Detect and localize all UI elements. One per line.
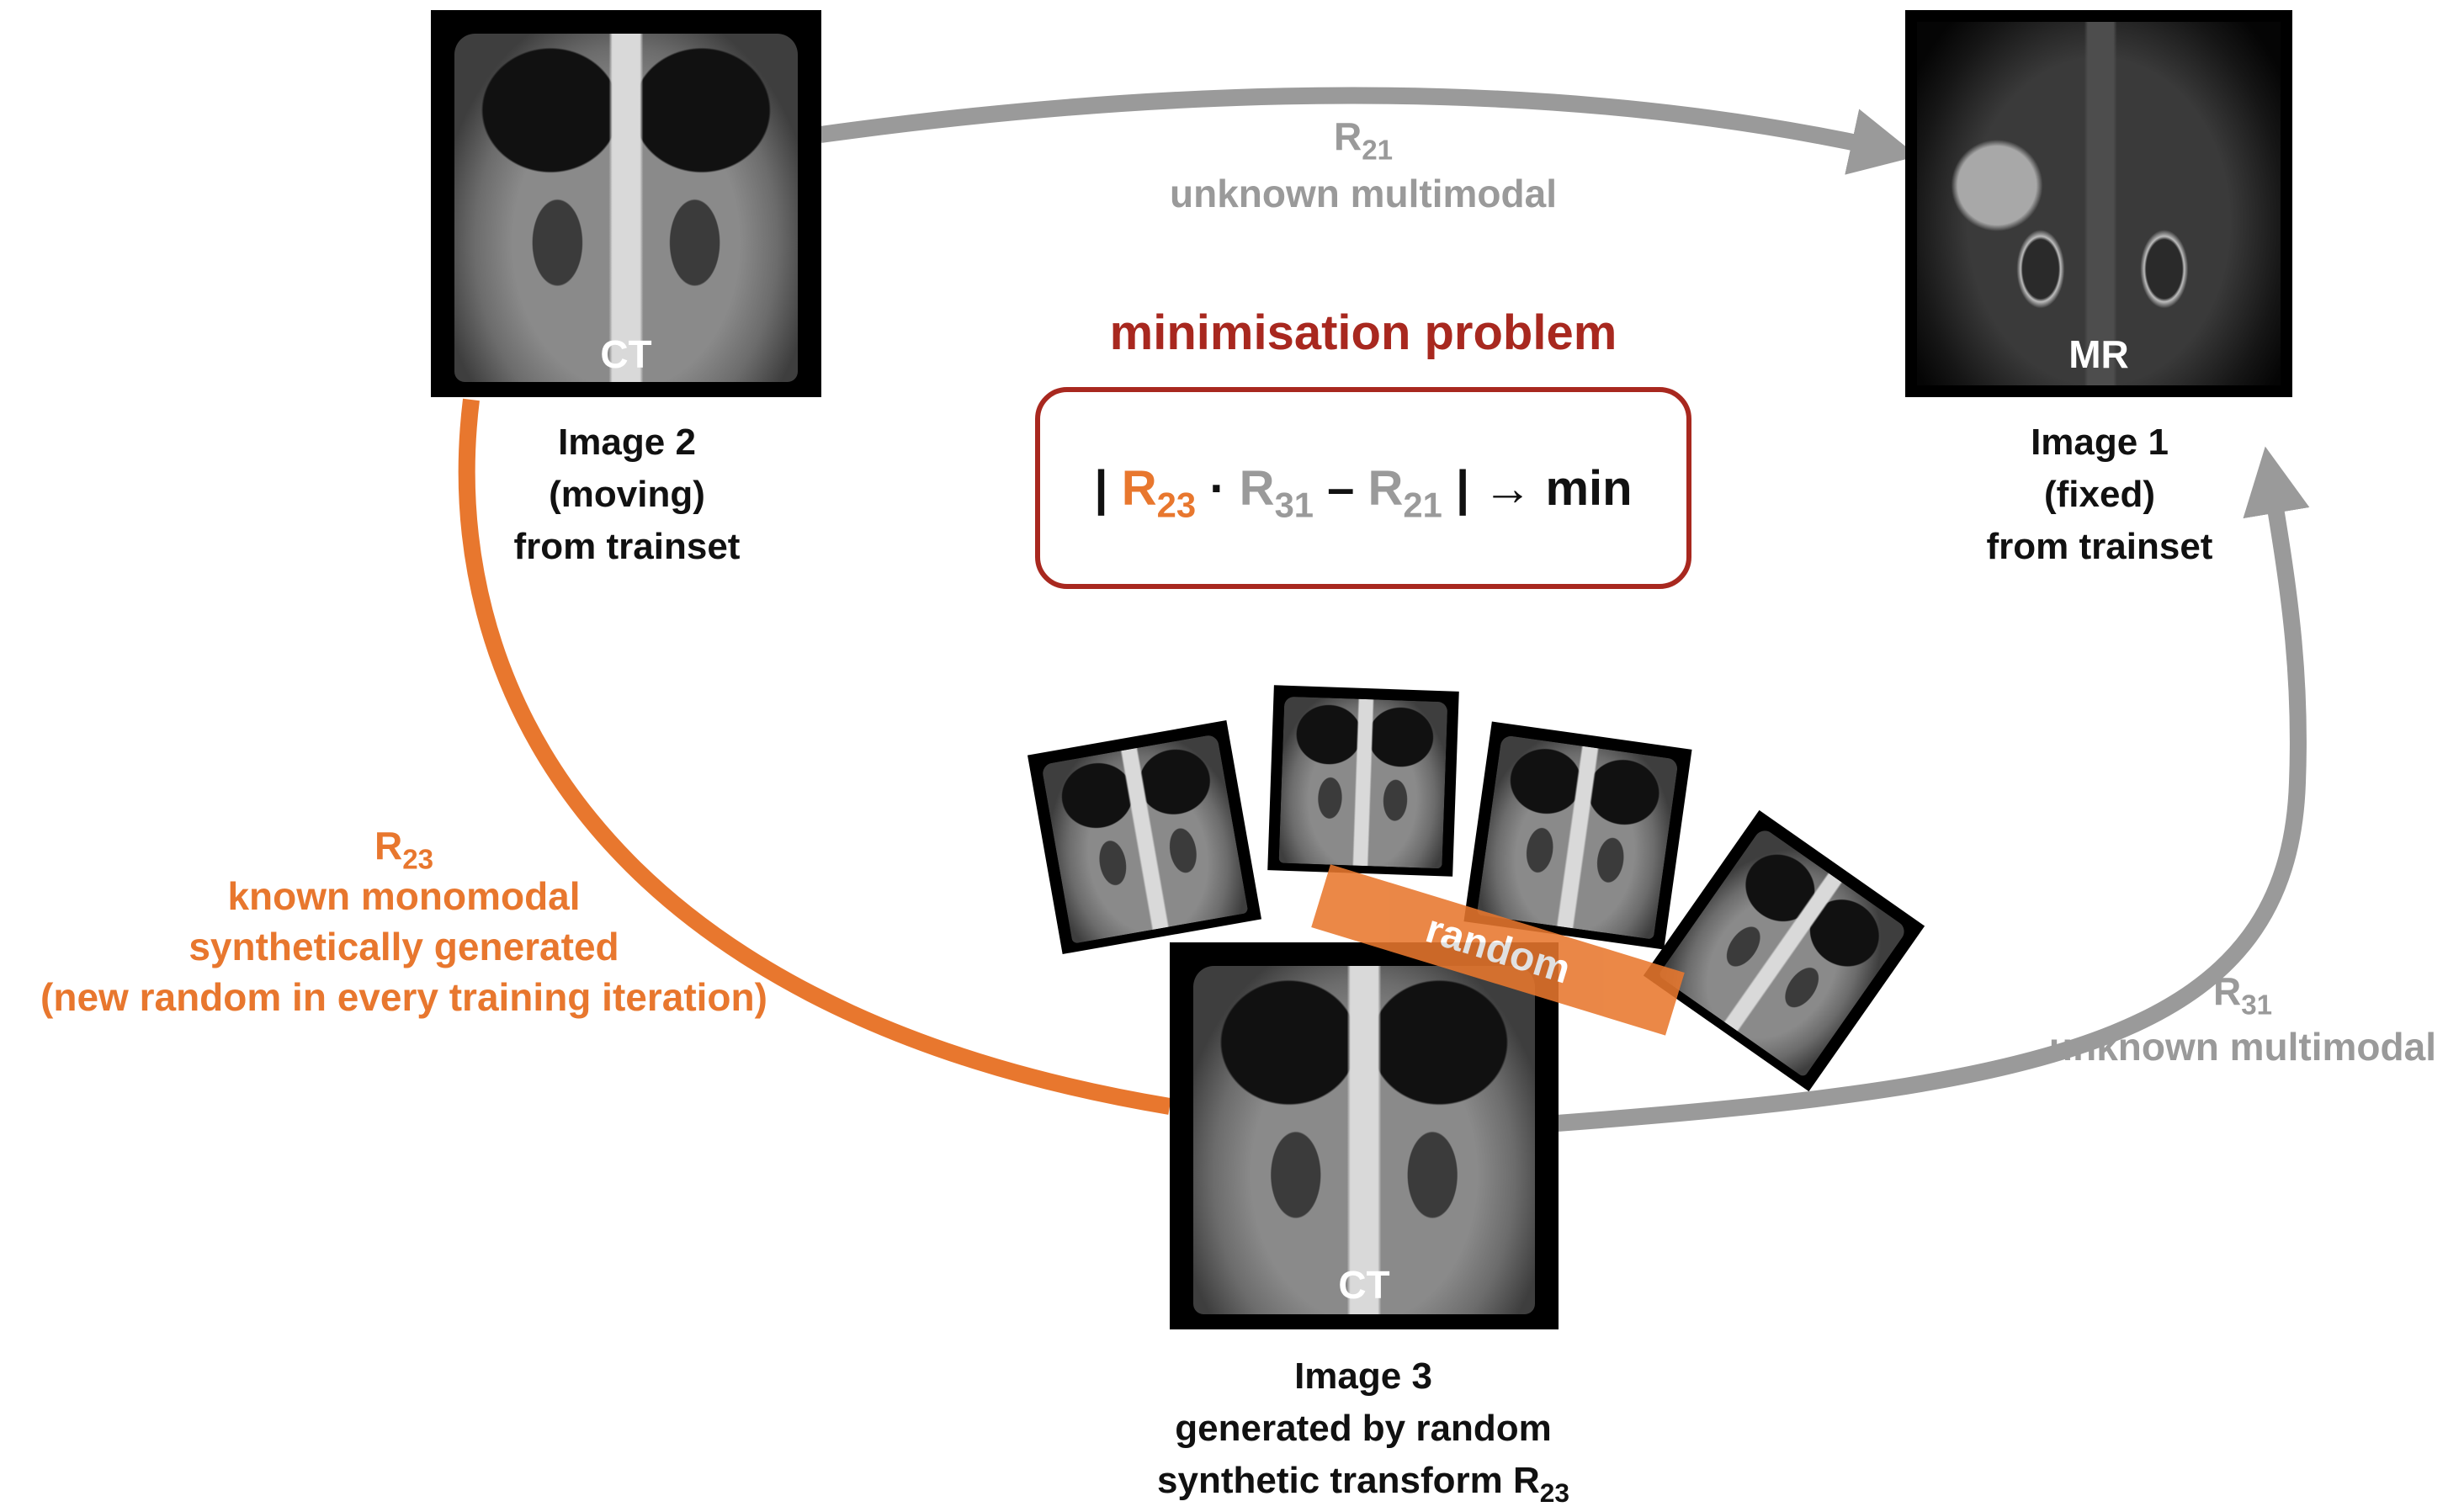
label-r21-description: unknown multimodal	[1170, 172, 1557, 215]
ct-scan-picture	[454, 33, 799, 382]
image1-caption-source: from trainset	[1986, 526, 2213, 567]
label-r31-description: unknown multimodal	[2049, 1025, 2436, 1069]
eq-bar-open: |	[1094, 460, 1108, 516]
image1-caption: Image 1 (fixed) from trainset	[1927, 416, 2272, 573]
random-ct-thumbnail-1	[1027, 719, 1262, 955]
image1-caption-role: (fixed)	[2044, 474, 2155, 515]
label-r21: R21 unknown multimodal	[1094, 108, 1633, 222]
eq-minus: –	[1327, 460, 1355, 516]
image2-caption-role: (moving)	[549, 474, 705, 515]
label-r31: R31 unknown multimodal	[2028, 963, 2457, 1074]
label-r23-line1: known monomodal	[227, 874, 581, 918]
arrow-r23	[458, 398, 1171, 1115]
mr-scan-picture	[1916, 21, 2281, 386]
minimisation-equation-box: | R23 · R31 – R21 | → min	[1035, 387, 1691, 589]
image2-caption-title: Image 2	[558, 422, 696, 463]
arrow-r21	[819, 87, 1918, 175]
image1-modality-label: MR	[2068, 332, 2129, 376]
image1-caption-title: Image 1	[2031, 422, 2169, 463]
label-r31-symbol: R31	[2212, 969, 2273, 1021]
label-r23-symbol: R23	[374, 824, 434, 876]
image2-caption-source: from trainset	[513, 526, 741, 567]
eq-bar-close: |	[1456, 460, 1470, 516]
label-r23-line3: (new random in every training iteration)	[40, 975, 767, 1019]
image3-ct: CT	[1170, 942, 1559, 1329]
image3-caption: Image 3 generated by random synthetic tr…	[1052, 1350, 1675, 1507]
eq-arrow: →	[1483, 460, 1532, 516]
image2-ct: CT	[431, 10, 821, 397]
image3-caption-title: Image 3	[1294, 1355, 1432, 1397]
image3-caption-transform: synthetic transform R23	[1157, 1460, 1569, 1509]
image1-mr: MR	[1905, 10, 2292, 397]
image2-modality-label: CT	[600, 332, 652, 376]
eq-r31: R31	[1239, 460, 1314, 525]
eq-r21: R21	[1367, 460, 1442, 525]
image3-caption-desc: generated by random	[1175, 1408, 1552, 1449]
ct-scan-picture	[1192, 965, 1536, 1314]
minimisation-title: minimisation problem	[1109, 305, 1617, 360]
label-r23: R23 known monomodal synthetically genera…	[0, 820, 808, 1022]
eq-r23: R23	[1121, 460, 1197, 525]
eq-dot: ·	[1209, 460, 1226, 516]
eq-min: min	[1545, 460, 1633, 516]
image2-caption: Image 2 (moving) from trainset	[454, 416, 799, 573]
minimisation-equation: | R23 · R31 – R21 | → min	[1040, 392, 1686, 584]
image3-modality-label: CT	[1338, 1263, 1390, 1307]
random-ct-thumbnail-2	[1267, 685, 1459, 877]
arrow-r31	[1556, 446, 2310, 1132]
label-r21-symbol: R21	[1333, 114, 1394, 167]
label-r23-line2: synthetically generated	[189, 925, 619, 968]
